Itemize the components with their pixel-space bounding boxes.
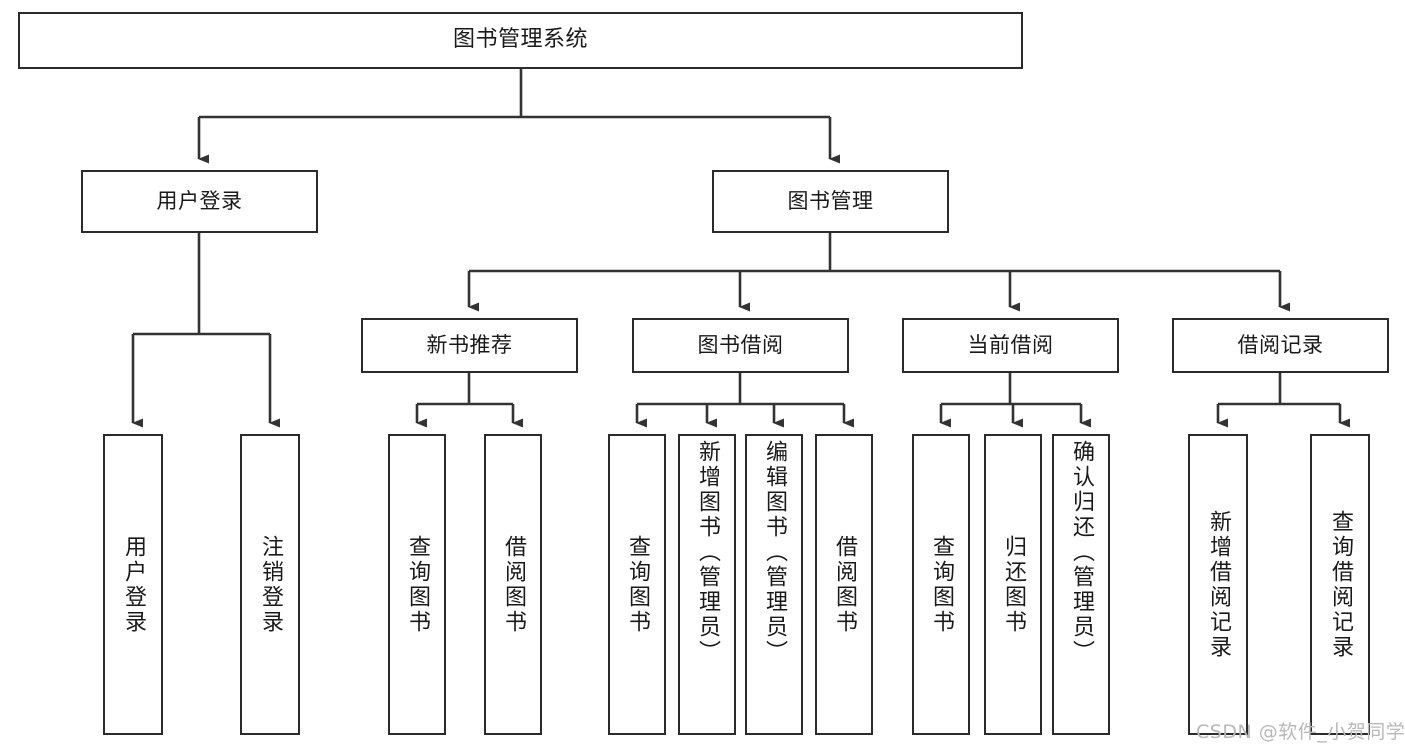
- node-leaf-add-book[interactable]: 新增图书（管理员）: [678, 434, 736, 735]
- node-leaf-borrow-book-2-label: 借阅图书: [832, 534, 857, 635]
- node-leaf-query-book-3-label: 查询图书: [929, 534, 954, 635]
- node-leaf-add-record[interactable]: 新增借阅记录: [1188, 434, 1248, 735]
- node-leaf-borrow-book-1[interactable]: 借阅图书: [484, 434, 542, 735]
- node-borrow-record-label: 借阅记录: [1237, 332, 1324, 357]
- node-leaf-query-record[interactable]: 查询借阅记录: [1310, 434, 1370, 735]
- node-leaf-query-book-2-label: 查询图书: [625, 534, 650, 635]
- node-leaf-query-record-label: 查询借阅记录: [1328, 509, 1353, 660]
- node-current-borrow-label: 当前借阅: [967, 332, 1054, 357]
- node-leaf-edit-book-label: 编辑图书（管理员）: [762, 440, 787, 665]
- node-leaf-add-record-label: 新增借阅记录: [1206, 509, 1231, 660]
- node-book-borrow-label: 图书借阅: [697, 332, 784, 357]
- node-leaf-confirm-return-label: 确认归还（管理员）: [1069, 440, 1094, 665]
- node-leaf-query-book-3[interactable]: 查询图书: [912, 434, 970, 735]
- node-root[interactable]: 图书管理系统: [18, 12, 1023, 69]
- watermark-csdn: CSDN @软件_小贺同学: [1196, 721, 1405, 743]
- node-user-login[interactable]: 用户登录: [81, 170, 318, 233]
- node-leaf-borrow-book-1-label: 借阅图书: [501, 534, 526, 635]
- node-leaf-query-book-1[interactable]: 查询图书: [388, 434, 446, 735]
- node-user-login-label: 用户登录: [156, 188, 243, 213]
- node-leaf-add-book-label: 新增图书（管理员）: [695, 440, 720, 665]
- node-book-manage[interactable]: 图书管理: [712, 170, 949, 233]
- node-leaf-query-book-1-label: 查询图书: [405, 534, 430, 635]
- node-new-book-rec[interactable]: 新书推荐: [361, 318, 578, 373]
- node-leaf-borrow-book-2[interactable]: 借阅图书: [815, 434, 873, 735]
- node-leaf-return-book[interactable]: 归还图书: [984, 434, 1042, 735]
- node-root-label: 图书管理系统: [452, 27, 588, 53]
- node-leaf-user-login-label: 用户登录: [121, 534, 146, 635]
- node-new-book-rec-label: 新书推荐: [426, 332, 513, 357]
- node-leaf-query-book-2[interactable]: 查询图书: [608, 434, 666, 735]
- node-leaf-logout[interactable]: 注销登录: [240, 434, 300, 735]
- node-book-borrow[interactable]: 图书借阅: [632, 318, 849, 373]
- node-current-borrow[interactable]: 当前借阅: [902, 318, 1119, 373]
- node-leaf-return-book-label: 归还图书: [1001, 534, 1026, 635]
- node-leaf-logout-label: 注销登录: [258, 534, 283, 635]
- node-book-manage-label: 图书管理: [787, 188, 874, 213]
- node-leaf-edit-book[interactable]: 编辑图书（管理员）: [745, 434, 803, 735]
- node-leaf-confirm-return[interactable]: 确认归还（管理员）: [1052, 434, 1110, 735]
- node-leaf-user-login[interactable]: 用户登录: [103, 434, 163, 735]
- node-borrow-record[interactable]: 借阅记录: [1172, 318, 1389, 373]
